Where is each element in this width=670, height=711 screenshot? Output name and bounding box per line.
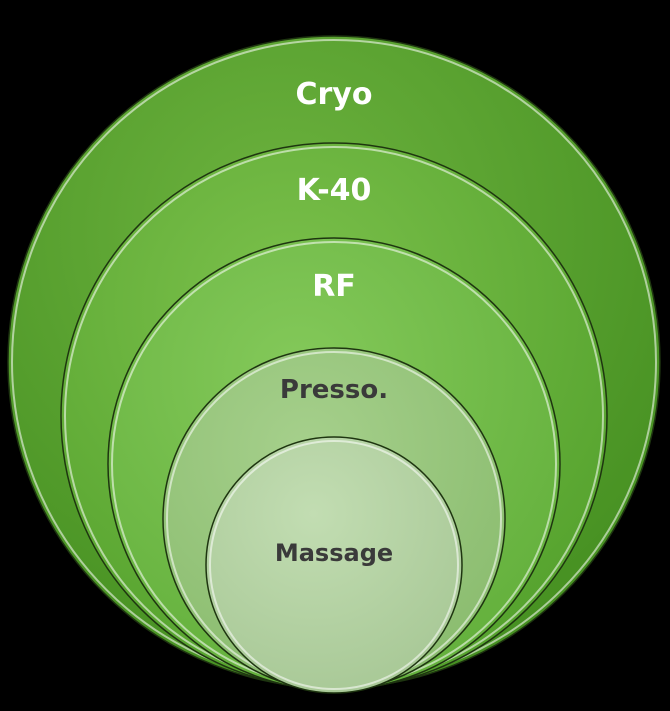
ring-massage xyxy=(205,436,463,694)
ring-label-presso: Presso. xyxy=(280,375,388,405)
ring-label-cryo: Cryo xyxy=(296,77,373,112)
ring-label-rf: RF xyxy=(312,269,356,304)
ring-label-k-40: K-40 xyxy=(297,173,372,208)
ring-label-massage: Massage xyxy=(275,539,393,567)
ring-massage-highlight xyxy=(209,440,459,690)
